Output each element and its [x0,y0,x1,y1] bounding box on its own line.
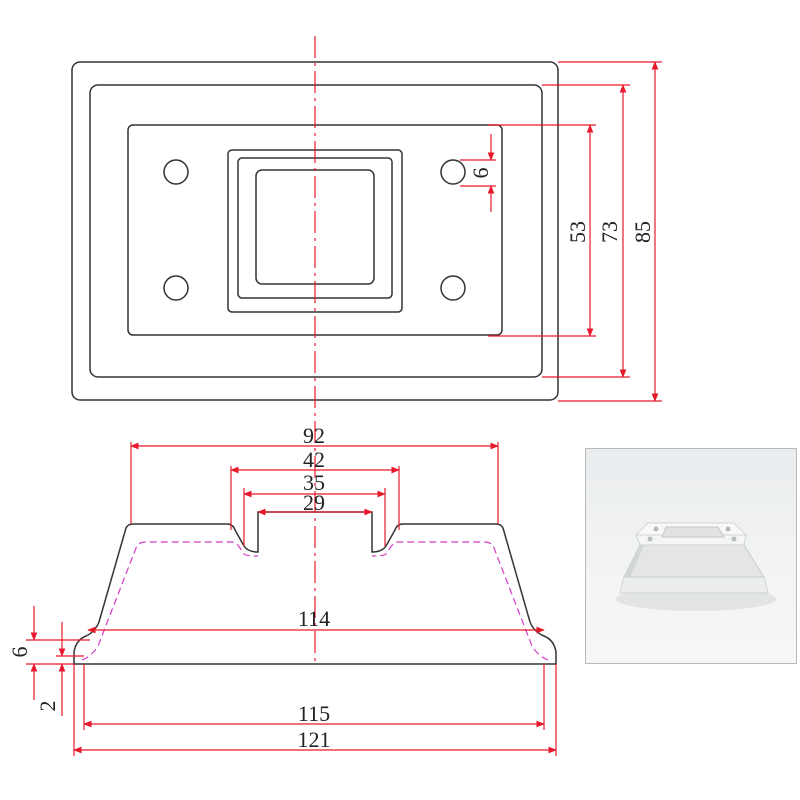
dim-85-label: 85 [630,221,655,243]
dim-29-label: 29 [303,490,325,515]
dim-114-label: 114 [298,606,330,631]
dim-lip-height-label: 6 [7,647,32,658]
product-base-image [616,522,776,611]
dim-35-label: 35 [303,470,325,495]
mounting-hole-top-right [440,159,466,185]
hidden-wall-line-right [371,541,549,661]
dim-73-label: 73 [597,221,622,243]
mounting-hole-bottom-left [163,275,189,301]
top-view-dimensions [460,61,662,402]
dim-42-label: 42 [303,447,325,472]
dim-92-label: 92 [303,423,325,448]
product-photo [585,448,797,664]
mounting-hole-top-left [163,159,189,185]
mounting-hole-bottom-right [440,275,466,301]
hidden-wall-line [81,541,259,661]
dim-hole-dia-label: 6 [468,168,493,179]
dim-115-label: 115 [298,701,330,726]
dim-53-label: 53 [565,221,590,243]
dim-base-thickness-label: 2 [35,701,60,712]
middle-plate-outline [89,84,543,378]
side-view-dimensions [26,442,557,756]
dim-121-label: 121 [298,727,331,752]
